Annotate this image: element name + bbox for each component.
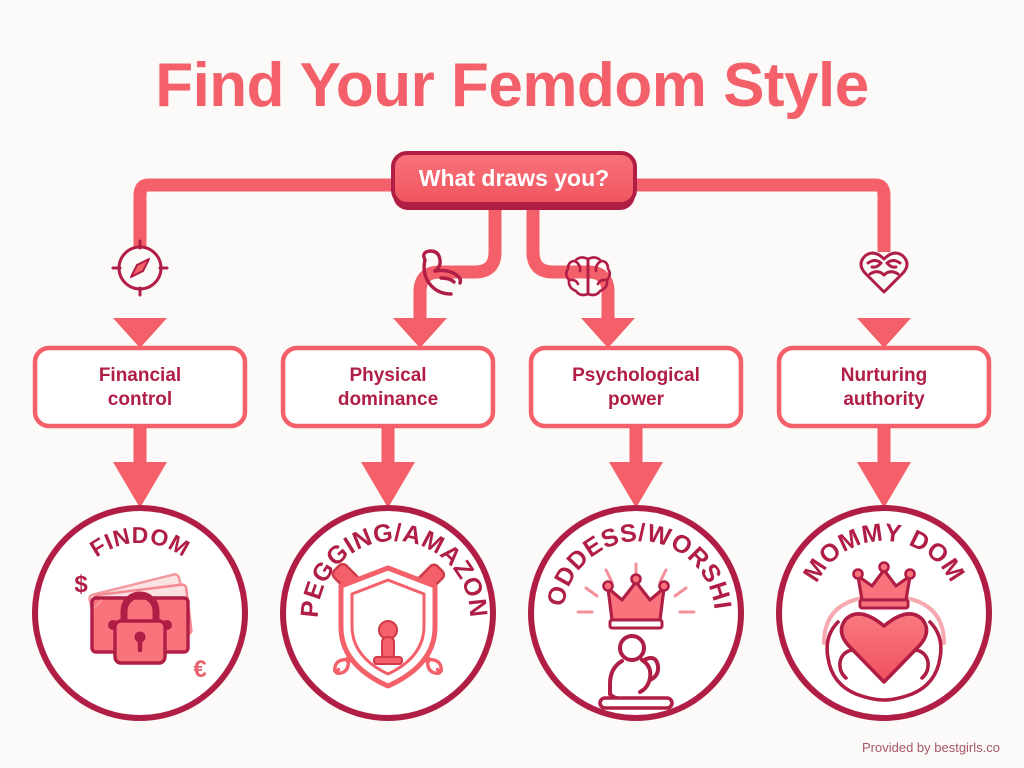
arrowhead-mommy (857, 462, 911, 508)
arrowhead-nurturing (857, 318, 911, 348)
root-node-box (391, 151, 637, 206)
outcome-node-findom[interactable]: FINDOM $ € (32, 505, 248, 721)
edge-root-physical (413, 210, 502, 318)
edge-root-financial (133, 178, 397, 252)
outcome-node-mommy[interactable]: MOMMY DOM (776, 505, 992, 721)
branch-node-physical[interactable]: Physical dominance (280, 345, 496, 429)
root-question-node[interactable]: What draws you? (391, 151, 637, 210)
branch-node-nurturing[interactable]: Nurturing authority (776, 345, 992, 429)
arrowhead-physical (393, 318, 447, 348)
arrowhead-findom (113, 462, 167, 508)
currency-symbol-dollar: $ (74, 571, 88, 598)
branch-node-financial[interactable]: Financial control (32, 345, 248, 429)
branch-label-physical-line2: dominance (338, 389, 438, 410)
banknote-padlock-icon: $ € (74, 571, 206, 683)
outcome-node-pegging[interactable]: PEGGING/AMAZON (280, 505, 496, 721)
branch-label-psychological-line2: power (608, 389, 665, 410)
brain-icon (564, 256, 612, 297)
branch-label-nurturing-line1: Nurturing (841, 365, 928, 386)
arrowhead-pegging (361, 462, 415, 508)
connectors-root-to-branches (133, 178, 891, 318)
branch-label-financial-line1: Financial (99, 365, 181, 386)
crowned-heart-hands-icon (822, 561, 946, 702)
arrowhead-goddess (609, 462, 663, 508)
crossed-paddles-shield-icon (331, 562, 446, 689)
arrowheads-level-1 (113, 318, 911, 348)
arrowhead-psychological (581, 318, 635, 348)
connectors-branches-to-outcomes (133, 426, 891, 462)
heart-hands-icon (859, 251, 909, 294)
flexed-bicep-icon (422, 249, 463, 296)
branch-label-physical-line1: Physical (349, 365, 426, 386)
branch-box-physical (280, 345, 496, 429)
root-node-label: What draws you? (419, 165, 609, 191)
branch-box-psychological (528, 345, 744, 429)
arrowhead-financial (113, 318, 167, 348)
compass-icon (111, 239, 169, 297)
branch-label-financial-line2: control (108, 389, 172, 410)
outcome-circle-mommy (776, 505, 992, 721)
arrowheads-level-2 (113, 462, 911, 508)
edge-root-nurturing (631, 178, 891, 252)
branch-label-nurturing-line2: authority (843, 389, 925, 410)
branch-node-psychological[interactable]: Psychological power (528, 345, 744, 429)
page-title: Find Your Femdom Style (155, 51, 869, 120)
footer-attribution: Provided by bestgirls.co (862, 740, 1000, 755)
currency-symbol-euro: € (193, 656, 206, 683)
branch-label-psychological-line1: Psychological (572, 365, 700, 386)
crown-kneeling-figure-icon (576, 562, 696, 710)
branch-box-nurturing (776, 345, 992, 429)
branch-box-financial (32, 345, 248, 429)
